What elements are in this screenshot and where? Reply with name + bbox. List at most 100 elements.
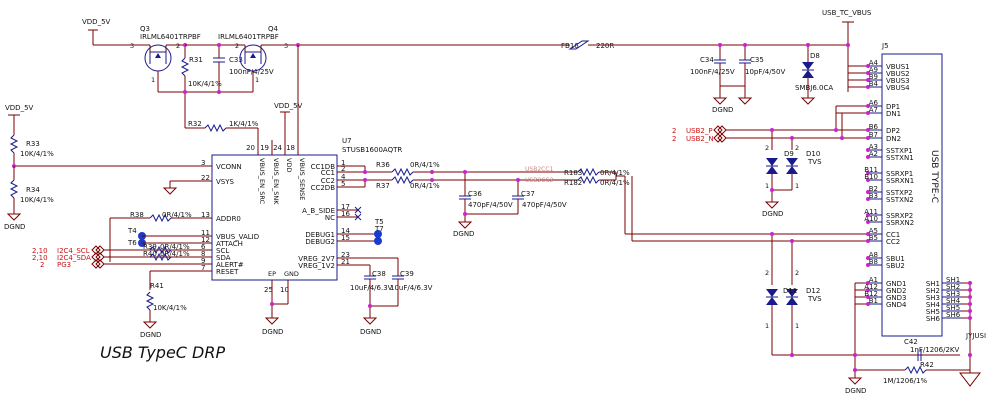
t5-ref: T5 xyxy=(374,218,384,226)
d10-pin-two: 2 xyxy=(795,144,799,152)
j5-pin-name: GND1 xyxy=(886,280,907,288)
dgnd-u7-label: DGND xyxy=(262,328,283,336)
u7-body xyxy=(211,154,338,281)
vsys-gnd xyxy=(162,180,212,195)
j5-shield-pin-number: SH2 xyxy=(946,283,960,291)
j5-title: USB TYPE-C xyxy=(929,150,939,203)
j5-pin-number: B12 xyxy=(864,290,878,298)
d8-value: SMBJ6.0CA xyxy=(795,84,833,92)
d10-ref: D10 xyxy=(806,150,820,158)
q4-part: IRLML6401TRPBF xyxy=(218,33,279,41)
j5-pin-number: A4 xyxy=(869,59,879,67)
u7-pin-name: ADDR0 xyxy=(216,215,241,223)
j5-pin-number: A5 xyxy=(869,227,878,235)
u7-pin-name: CC2 xyxy=(321,177,335,185)
j5-pin-name: SBU2 xyxy=(886,262,905,270)
vdd-5v-mid-rail: VDD_5V xyxy=(274,102,303,140)
vdd-5v-mid-label: VDD_5V xyxy=(274,102,303,110)
q4-pin-1: 1 xyxy=(255,76,259,84)
usb2-n-net: USB2_N xyxy=(686,135,714,143)
u7-pin-number: 6 xyxy=(201,243,206,251)
j5-pin-name: SBU1 xyxy=(886,255,905,263)
net-usb2cc2: USB2CC2 xyxy=(525,177,554,184)
i2c-sda-sheet: 2,10 xyxy=(32,254,48,262)
c33-value: 100nF/4/25V xyxy=(229,68,274,76)
c34-ref: C34 xyxy=(700,56,714,64)
r42-ref: R42 xyxy=(920,361,934,369)
t7-ref: T7 xyxy=(374,225,384,233)
usb-tc-vbus-label: USB_TC_VBUS xyxy=(822,9,872,17)
j5-pin-number: A3 xyxy=(869,143,878,151)
t4-ref: T4 xyxy=(127,227,137,235)
j5-shield-pin-name: SH5 xyxy=(926,308,940,316)
vdd-5v-left-rail: VDD_5V xyxy=(5,104,34,135)
usb2-p-sheet: 2 xyxy=(672,127,676,135)
fb16-ferrite: FB16 220R xyxy=(561,40,848,50)
u7-part: STUSB1600AQTR xyxy=(342,146,402,154)
d8-tvs: D8 SMBJ6.0CA xyxy=(795,43,833,105)
u7-pin-number: 17 xyxy=(341,203,350,211)
u7-pin-number: 23 xyxy=(341,251,350,259)
j5-pin-name: VBUS4 xyxy=(886,84,910,92)
q3-ref: Q3 xyxy=(140,25,150,33)
r40-ref: R40 xyxy=(143,250,157,258)
q4-pin-2: 2 xyxy=(235,42,239,50)
fb16-ref: FB16 xyxy=(561,42,579,50)
dgnd-left-label: DGND xyxy=(4,223,25,231)
r34-ref: R34 xyxy=(26,186,40,194)
j5-pin-number: A2 xyxy=(869,150,878,158)
u7-pin-name: NC xyxy=(325,214,335,222)
q3-pin-1: 1 xyxy=(151,76,155,84)
j5-pin-number: B8 xyxy=(869,258,878,266)
pg3-net: PG3 xyxy=(57,261,71,269)
u7-pin-number: 3 xyxy=(201,159,205,167)
u7-pin-name: RESET xyxy=(216,268,239,276)
j5-pin-number: B5 xyxy=(869,234,878,242)
u7-pin-name: GND xyxy=(284,270,299,278)
c42-value: 1nF/1206/2KV xyxy=(910,346,959,354)
j5-pin-number: A10 xyxy=(864,215,878,223)
j5-shield-pin-name: SH1 xyxy=(926,280,940,288)
j5-pin-number: A7 xyxy=(869,106,878,114)
u7-pin-number: 19 xyxy=(260,144,269,152)
r38-resistor: R38 0R/4/1% xyxy=(109,211,212,262)
testpoint-t6: T6 xyxy=(127,239,212,247)
t6-ref: T6 xyxy=(127,239,137,247)
c36-value: 470pF/4/50V xyxy=(468,201,513,209)
j5-pin-number: B4 xyxy=(869,80,879,88)
j5-ref: J5 xyxy=(881,42,889,50)
r40-value: 0R/4/1% xyxy=(160,250,190,258)
j5-pin-name: GND4 xyxy=(886,301,907,309)
mosfet-q4: Q4 IRLML6401TRPBF 2 3 1 xyxy=(217,25,288,94)
d11-ref: D11 xyxy=(783,287,797,295)
r31-resistor: R31 10K/4/1% xyxy=(158,43,222,93)
u7-pin-number: 1 xyxy=(341,159,345,167)
r36-ref: R36 xyxy=(376,161,390,169)
u7-top-pins: 20VBUS_EN_SRC19VBUS_EN_SNK24VDD18VBUS_SE… xyxy=(246,140,306,205)
r31-ref: R31 xyxy=(189,56,203,64)
u7-pin-number: 15 xyxy=(341,234,350,242)
j5-pin-number: B1 xyxy=(869,297,878,305)
j5-pin-number: A12 xyxy=(864,283,878,291)
q3-pin-3: 3 xyxy=(130,42,134,50)
u7-pin-name: ATTACH xyxy=(216,240,243,248)
c42-r42: C42 1nF/1206/2KV R42 1M/1206/1% xyxy=(853,338,972,385)
d12-value: TVS xyxy=(807,295,822,303)
j5-shield-pin-number: SH6 xyxy=(946,311,961,319)
j5-pin-number: B2 xyxy=(869,185,878,193)
c34-value: 100nF/4/25V xyxy=(690,68,735,76)
r31-value: 10K/4/1% xyxy=(188,80,222,88)
i2c-scl-net: I2C4_SCL xyxy=(57,247,90,255)
vdd-5v-top-label: VDD_5V xyxy=(82,18,111,26)
j5-pin-name: VBUS1 xyxy=(886,63,910,71)
net-usb2cc1: USB2CC1 xyxy=(525,166,554,173)
j5-pin-name: CC2 xyxy=(886,238,900,246)
u7-gnd: DGND xyxy=(262,280,289,336)
j5-pin-name: SSTXN2 xyxy=(886,196,914,204)
shield-joint: JYJUSI xyxy=(958,281,986,387)
j5-pin-name: CC1 xyxy=(886,231,900,239)
r41-resistor: R41 10K/4/1% DGND xyxy=(140,282,187,339)
j5-pin-name: DN1 xyxy=(886,110,901,118)
u7-pin-name: CC2DB xyxy=(311,184,336,192)
